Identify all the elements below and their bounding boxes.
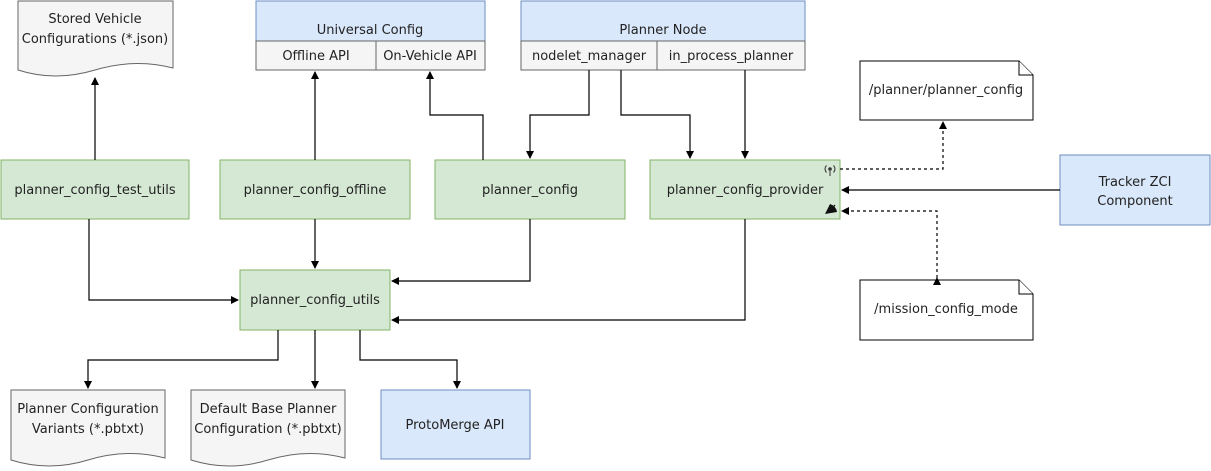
protomerge-api: ProtoMerge API (380, 389, 531, 460)
edge-nodelet-to-provider (620, 70, 694, 159)
offline-api-box (255, 40, 377, 71)
edge-config-to-onvehicle-api (426, 71, 484, 160)
universal-config-header (255, 0, 486, 42)
planner-variants-line1: Planner Configuration (17, 402, 159, 417)
satellite-dish-icon (825, 204, 837, 214)
module-planner-config-label: planner_config (482, 183, 578, 198)
in-process-planner-box (656, 40, 806, 71)
planner-node-group: Planner Node nodelet_manager in_process_… (520, 0, 806, 71)
planner-variants-line2: Variants (*.pbtxt) (32, 422, 144, 437)
module-offline-label: planner_config_offline (244, 183, 387, 198)
edge-test-utils-to-utils (88, 219, 239, 304)
default-base-line2: Configuration (*.pbtxt) (194, 422, 341, 437)
stored-vehicle-line2: Configurations (*.json) (22, 32, 168, 47)
planner-node-title: Planner Node (619, 23, 706, 38)
module-offline: planner_config_offline (219, 159, 411, 220)
module-utils: planner_config_utils (239, 269, 391, 331)
topic-planner-config-note: /planner/planner_config (859, 60, 1034, 121)
planner-node-header (520, 0, 806, 42)
stored-vehicle-configurations-document: Stored Vehicle Configurations (*.json) (17, 0, 174, 77)
universal-config-group: Universal Config Offline API On-Vehicle … (255, 0, 486, 71)
planner-variants-document: Planner Configuration Variants (*.pbtxt) (10, 389, 166, 467)
topic-mission-config-mode-label: /mission_config_mode (874, 302, 1018, 317)
on-vehicle-api-label: On-Vehicle API (383, 49, 477, 64)
tracker-zci-component: Tracker ZCI Component (1059, 154, 1211, 226)
edge-provider-to-planner-config-topic (840, 121, 947, 170)
edge-utils-to-variants (84, 330, 279, 389)
tracker-line1: Tracker ZCI (1098, 175, 1172, 190)
edge-provider-to-utils (391, 219, 746, 324)
nodelet-manager-label: nodelet_manager (532, 49, 647, 64)
module-provider-label: planner_config_provider (667, 183, 824, 198)
edge-nodelet-to-config (526, 70, 590, 159)
module-utils-label: planner_config_utils (250, 293, 380, 308)
on-vehicle-api-box (375, 40, 486, 71)
module-provider: planner_config_provider (649, 159, 841, 220)
topic-planner-config-label: /planner/planner_config (869, 83, 1023, 98)
stored-vehicle-line1: Stored Vehicle (48, 12, 141, 27)
universal-config-title: Universal Config (317, 23, 424, 38)
in-process-planner-label: in_process_planner (669, 49, 794, 64)
tracker-line2: Component (1097, 194, 1172, 209)
edges (84, 70, 1060, 389)
default-base-line1: Default Base Planner (200, 402, 337, 417)
edge-provider-mission-config-mode (841, 207, 941, 285)
broadcast-icon (824, 165, 836, 176)
default-base-document: Default Base Planner Configuration (*.pb… (190, 389, 346, 467)
edge-utils-to-protomerge (359, 330, 461, 389)
module-test-utils: planner_config_test_utils (0, 159, 190, 220)
topic-mission-config-mode-note: /mission_config_mode (859, 279, 1034, 341)
edge-config-to-utils (391, 219, 531, 285)
protomerge-label: ProtoMerge API (406, 418, 505, 433)
module-planner-config: planner_config (434, 159, 626, 220)
module-test-utils-label: planner_config_test_utils (14, 183, 175, 198)
offline-api-label: Offline API (282, 49, 349, 64)
